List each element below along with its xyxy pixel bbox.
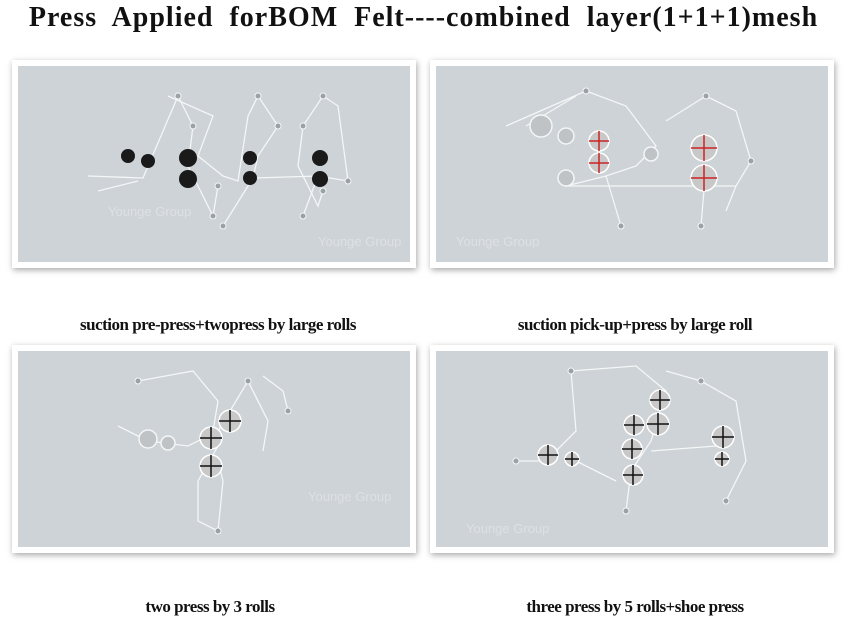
diagram-suction-pre-press: Younge Group Younge Group xyxy=(12,60,416,268)
watermark: Younge Group xyxy=(108,204,191,219)
caption-panel-2: suction pick-up+press by large roll xyxy=(517,315,753,334)
press-diagram-4: Younge Group xyxy=(436,351,828,547)
diagram-three-press-5-rolls: Younge Group xyxy=(430,345,834,553)
press-diagram-3: Younge Group xyxy=(18,351,410,547)
guide-rolls xyxy=(174,92,352,230)
caption-panel-4: three press by 5 rolls+shoe press xyxy=(526,597,744,616)
rolls xyxy=(121,149,328,188)
press-diagram-2: Younge Group xyxy=(436,66,828,262)
press-rolls xyxy=(588,130,718,192)
diagram-two-press-3-rolls: Younge Group xyxy=(12,345,416,553)
press-rolls xyxy=(537,389,735,486)
watermark: Younge Group xyxy=(466,521,549,536)
diagram-suction-pick-up: Younge Group xyxy=(430,60,834,268)
watermark: Younge Group xyxy=(308,489,391,504)
caption-panel-1: suction pre-press+twopress by large roll… xyxy=(80,315,357,334)
press-diagram-1: Younge Group Younge Group xyxy=(18,66,410,262)
watermark: Younge Group xyxy=(456,234,539,249)
page-title: Press Applied forBOM Felt----combined la… xyxy=(28,2,819,33)
watermark: Younge Group xyxy=(318,234,401,249)
press-rolls xyxy=(199,409,242,478)
caption-panel-3: two press by 3 rolls xyxy=(145,597,275,616)
